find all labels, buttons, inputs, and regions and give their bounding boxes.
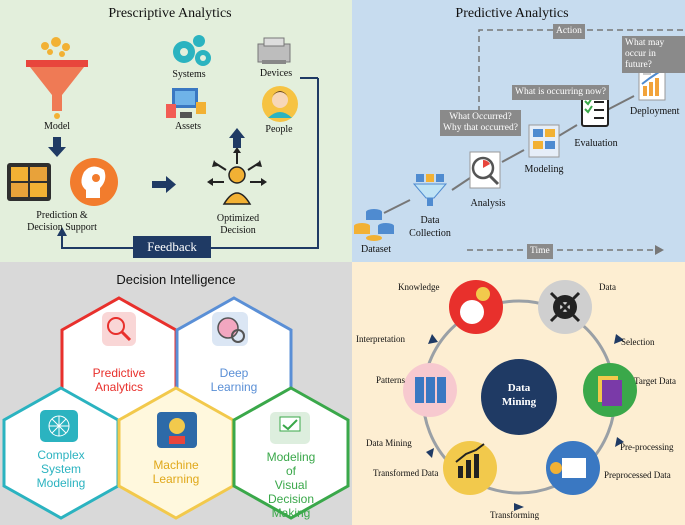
preprocessing-label: Pre-processing	[620, 442, 674, 452]
deep-line2: Learning	[210, 380, 258, 394]
predictive-line1: Predictive	[92, 366, 146, 380]
hexagon-visual-decision	[232, 386, 350, 520]
dataset-label: Dataset	[361, 244, 391, 255]
machine-line2: Learning	[152, 472, 200, 486]
modeling-label: Modeling	[524, 164, 564, 175]
predictive-line2: Analytics	[94, 380, 144, 394]
occurred-box: What Occurred? Why that occurred?	[440, 110, 521, 136]
person-icon	[262, 86, 298, 122]
gears-icon	[173, 35, 211, 66]
data-mining-cycle	[403, 280, 637, 511]
target-data-node	[583, 363, 637, 417]
evaluation-label: Evaluation	[574, 138, 618, 149]
decision-person-icon	[207, 147, 267, 205]
data-label: Data	[599, 282, 616, 292]
complex-line1: Complex	[37, 448, 85, 462]
complex-system-label: Complex System Modeling	[37, 448, 86, 490]
assets-icon	[166, 88, 206, 118]
complex-line3: Modeling	[36, 476, 86, 490]
feedback-label: Feedback	[147, 239, 197, 254]
optimized-decision-label: Optimized Decision	[217, 213, 259, 237]
time-box: Time	[527, 244, 553, 259]
preprocessed-data-node	[546, 441, 600, 495]
analysis-icon	[469, 151, 501, 189]
center-line2: Mining	[501, 396, 537, 408]
data-mining-label: Data Mining	[366, 438, 412, 448]
occurring-box: What is occurring now?	[512, 85, 610, 100]
decision-hexagons	[2, 296, 350, 520]
visual-decision-label: Modeling of Visual Decision Making	[261, 450, 322, 520]
patterns-node	[403, 363, 457, 417]
deep-learning-label: Deep Learning	[211, 366, 258, 394]
transformed-data-label: Transformed Data	[373, 468, 439, 478]
target-data-label: Target Data	[634, 376, 676, 386]
feedback-box	[133, 236, 211, 258]
patterns-label: Patterns	[376, 375, 405, 385]
data-node	[538, 280, 592, 334]
prescriptive-analytics-panel: Prescriptive Analytics Model Prediction …	[0, 0, 352, 262]
analysis-label: Analysis	[470, 198, 506, 209]
data-collection-line2: Collection	[409, 228, 451, 239]
future-box: What may occur in future?	[622, 36, 685, 73]
occurred-line2: Why that occurred?	[443, 123, 518, 133]
future-line1: What may	[625, 38, 665, 48]
prediction-label-line1: Prediction &	[36, 210, 88, 221]
interpretation-label: Interpretation	[356, 334, 405, 344]
puzzle-icon	[7, 163, 51, 201]
assets-label: Assets	[174, 121, 202, 132]
optimized-line2: Decision	[220, 225, 256, 236]
deep-line1: Deep	[219, 366, 249, 380]
knowledge-label: Knowledge	[398, 282, 440, 292]
complex-line2: System	[40, 462, 82, 476]
dataset-icon	[354, 209, 394, 241]
devices-icon	[257, 37, 291, 64]
machine-line1: Machine	[153, 458, 199, 472]
optimized-line1: Optimized	[216, 213, 260, 224]
brain-head-icon	[70, 158, 118, 206]
predictive-analytics-panel: Predictive Analytics Action What may occ…	[352, 0, 685, 262]
model-label: Model	[43, 121, 71, 132]
decision-title: Decision Intelligence	[116, 272, 236, 287]
future-line2: occur in future?	[625, 49, 656, 70]
occurred-line1: What Occurred?	[449, 112, 512, 122]
visual-line1: Modeling of	[266, 450, 316, 478]
transforming-label: Transforming	[490, 510, 540, 520]
arrow-right-icon	[152, 176, 176, 193]
prediction-label: Prediction & Decision Support	[27, 210, 97, 234]
machine-learning-label: Machine Learning	[153, 458, 200, 486]
prescriptive-graphics	[7, 35, 319, 258]
predictive-analytics-label: Predictive Analytics	[93, 366, 146, 394]
visual-line2: Visual	[274, 478, 308, 492]
prescriptive-title: Prescriptive Analytics	[108, 6, 232, 21]
modeling-icon	[528, 124, 560, 158]
data-mining-panel: Data Mining Knowledge Data Selection Tar…	[352, 262, 685, 525]
visual-line4: Making	[271, 506, 311, 520]
data-collection-line1: Data	[420, 215, 440, 226]
collection-funnel-icon	[412, 174, 448, 206]
data-collection-label: Data Collection	[409, 214, 451, 240]
arrow-up-icon	[229, 128, 245, 148]
systems-label: Systems	[172, 69, 206, 80]
predictive-title: Predictive Analytics	[455, 6, 569, 21]
data-mining-center-label: Data Mining	[502, 381, 536, 409]
cycle-arrows	[426, 334, 624, 511]
devices-label: Devices	[259, 68, 293, 79]
people-label: People	[265, 124, 293, 135]
funnel-icon	[26, 37, 88, 119]
hexagon-complex-system	[2, 386, 120, 520]
prediction-label-line2: Decision Support	[27, 222, 97, 233]
center-circle	[481, 359, 557, 435]
arrow-down-icon	[48, 137, 66, 157]
knowledge-node	[449, 280, 503, 334]
transformed-data-node	[443, 441, 497, 495]
preprocessed-data-label: Preprocessed Data	[604, 470, 671, 480]
center-line1: Data	[507, 382, 531, 394]
action-box: Action	[553, 24, 585, 39]
visual-line3: Decision	[267, 492, 315, 506]
selection-label: Selection	[621, 337, 655, 347]
deployment-label: Deployment	[630, 106, 680, 117]
decision-intelligence-panel: Decision Intelligence Predictive Analyti…	[0, 262, 352, 525]
